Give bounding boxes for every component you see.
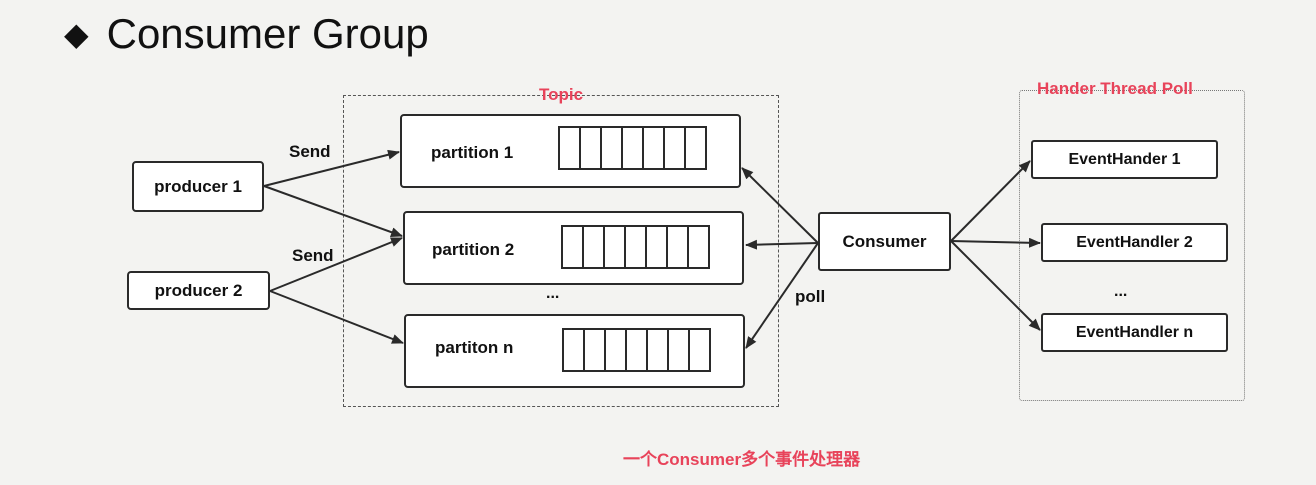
- queue-cell: [558, 126, 581, 170]
- partition-n-node: partiton n: [404, 314, 745, 388]
- queue-cell: [642, 126, 665, 170]
- queue-cell: [603, 225, 626, 269]
- handler-pool-group: [1019, 90, 1245, 401]
- queue-cell: [666, 225, 689, 269]
- queue-cell: [645, 225, 668, 269]
- queue-cell: [663, 126, 686, 170]
- arrow-consumer-handler1: [950, 160, 1031, 242]
- partition-label: partiton n: [435, 338, 514, 357]
- queue-cell: [604, 328, 627, 372]
- arrow-producer2-partitionn: [269, 290, 404, 344]
- arrow-consumer-partition2: [745, 239, 819, 250]
- arrow-consumer-partitionn: [745, 242, 819, 349]
- diagram-caption: 一个Consumer多个事件处理器: [623, 450, 861, 469]
- queue-cell: [582, 225, 605, 269]
- message-queue-cells: [558, 126, 707, 170]
- queue-cell: [621, 126, 644, 170]
- producer-2-node: producer 2: [127, 271, 270, 310]
- consumer-node: Consumer: [818, 212, 951, 271]
- queue-cell: [600, 126, 623, 170]
- partition-1-node: partition 1: [400, 114, 741, 188]
- topic-label: Topic: [539, 85, 584, 104]
- arrow-producer1-partition1: [263, 149, 400, 187]
- arrow-consumer-partition1: [741, 167, 819, 244]
- arrow-consumer-handlern: [950, 240, 1041, 331]
- queue-cell: [625, 328, 648, 372]
- queue-cell: [667, 328, 690, 372]
- handler-pool-label: Hander Thread Poll: [1037, 79, 1193, 98]
- queue-cell: [687, 225, 710, 269]
- queue-cell: [688, 328, 711, 372]
- queue-cell: [561, 225, 584, 269]
- queue-cell: [646, 328, 669, 372]
- handler-ellipsis: ...: [1114, 283, 1128, 300]
- queue-cell: [562, 328, 585, 372]
- event-handler-1-node: EventHander 1: [1031, 140, 1218, 179]
- partition-label: partition 2: [432, 240, 515, 259]
- arrow-consumer-handler2: [950, 237, 1041, 248]
- queue-cell: [583, 328, 606, 372]
- event-handler-n-node: EventHandler n: [1041, 313, 1228, 352]
- queue-cell: [684, 126, 707, 170]
- send-label-2: Send: [292, 246, 334, 265]
- queue-cell: [624, 225, 647, 269]
- diamond-bullet-icon: ◆: [64, 16, 89, 52]
- producer-1-node: producer 1: [132, 161, 264, 212]
- arrow-producer1-partition2: [263, 185, 403, 237]
- topic-group: [343, 95, 779, 407]
- partition-ellipsis: ...: [546, 285, 560, 302]
- message-queue-cells: [562, 328, 711, 372]
- event-handler-2-node: EventHandler 2: [1041, 223, 1228, 262]
- slide-title: Consumer Group: [106, 10, 429, 57]
- partition-2-node: partition 2: [403, 211, 744, 285]
- message-queue-cells: [561, 225, 710, 269]
- arrow-producer2-partition2: [269, 237, 403, 292]
- slide-heading: ◆ Consumer Group: [64, 6, 429, 62]
- poll-label: poll: [795, 287, 826, 306]
- partition-label: partition 1: [431, 143, 514, 162]
- send-label-1: Send: [289, 142, 331, 161]
- queue-cell: [579, 126, 602, 170]
